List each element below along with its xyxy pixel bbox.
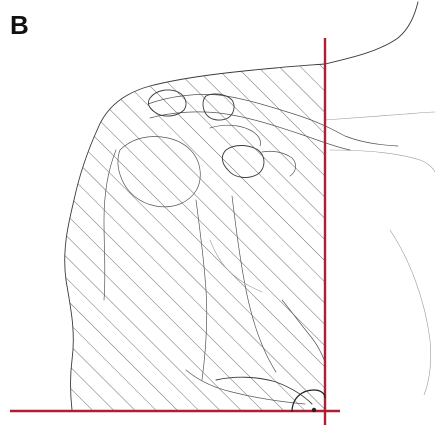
torso-right-contour — [390, 230, 431, 395]
panel-label: B — [10, 12, 29, 38]
chest-contour — [325, 112, 435, 120]
intersection-point — [312, 408, 316, 412]
neck-contour — [325, 2, 418, 64]
chest-lower-contour — [330, 150, 435, 172]
